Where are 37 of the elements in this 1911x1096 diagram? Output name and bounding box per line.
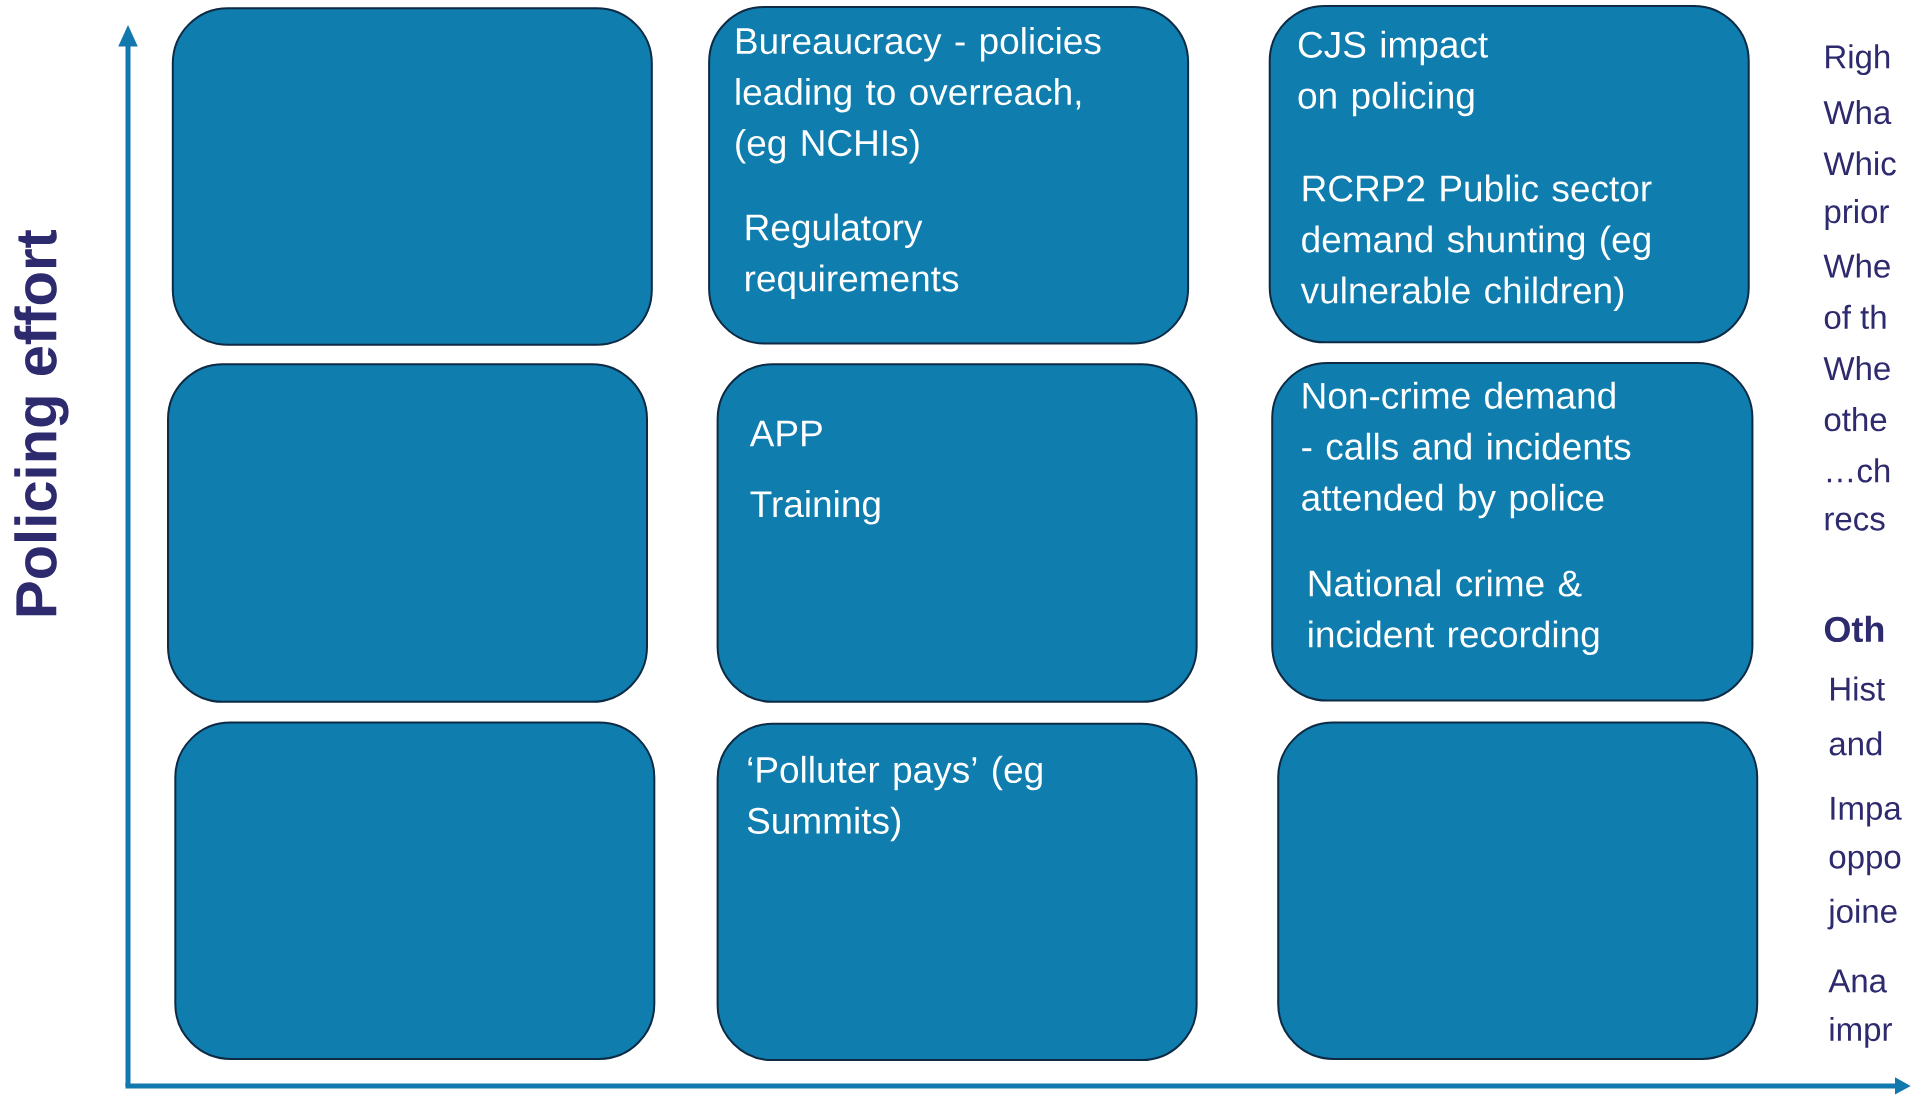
box-text: Regulatory requirements <box>746 213 959 299</box>
rounded-box <box>167 363 648 703</box>
rounded-box <box>708 6 1190 345</box>
box-text: Training <box>750 490 880 525</box>
rounded-box <box>716 363 1198 703</box>
side-text: Whic <box>1823 151 1896 176</box>
rounded-box <box>174 721 656 1060</box>
rounded-box <box>1277 721 1759 1060</box>
box-text: ‘Polluter pays’ (eg Summits) <box>747 755 1042 842</box>
side-text: joine <box>1827 898 1897 930</box>
side-text: Wha <box>1823 100 1892 125</box>
rounded-box <box>1271 362 1754 702</box>
side-text: othe <box>1824 407 1887 432</box>
side-text: Ana <box>1828 969 1888 993</box>
box-text: Non-crime demand - calls and incidents attended by police <box>1302 381 1631 519</box>
side-text: …ch <box>1827 458 1890 483</box>
side-text: recs <box>1825 512 1885 531</box>
box-text: Bureaucracy - policies leading to overreach, (eg NCHIs) <box>736 27 1101 164</box>
box-text: RCRP2 Public sector demand shunting (eg vulnerable children) <box>1300 174 1652 311</box>
side-text: prior <box>1825 199 1889 230</box>
side-text: Whe <box>1823 253 1890 278</box>
side-text: oppo <box>1829 850 1901 876</box>
side-text: Hist <box>1831 676 1885 701</box>
rounded-box <box>716 722 1198 1062</box>
side-text: Whe <box>1823 356 1890 381</box>
side-text: Impa <box>1831 796 1902 827</box>
rounded-box <box>171 7 653 346</box>
side-text: Righ <box>1826 44 1890 76</box>
box-text: National crime & incident recording <box>1309 569 1599 655</box>
box-text: APP <box>749 420 822 447</box>
rounded-box <box>1268 4 1750 344</box>
side-text: of th <box>1824 304 1886 330</box>
side-text: impr <box>1830 1016 1892 1048</box>
side-text: and <box>1829 731 1882 756</box>
side-text: Oth <box>1824 615 1884 643</box>
box-text: CJS impact on policing <box>1298 30 1488 117</box>
axis-title: Policing effort <box>14 229 69 616</box>
